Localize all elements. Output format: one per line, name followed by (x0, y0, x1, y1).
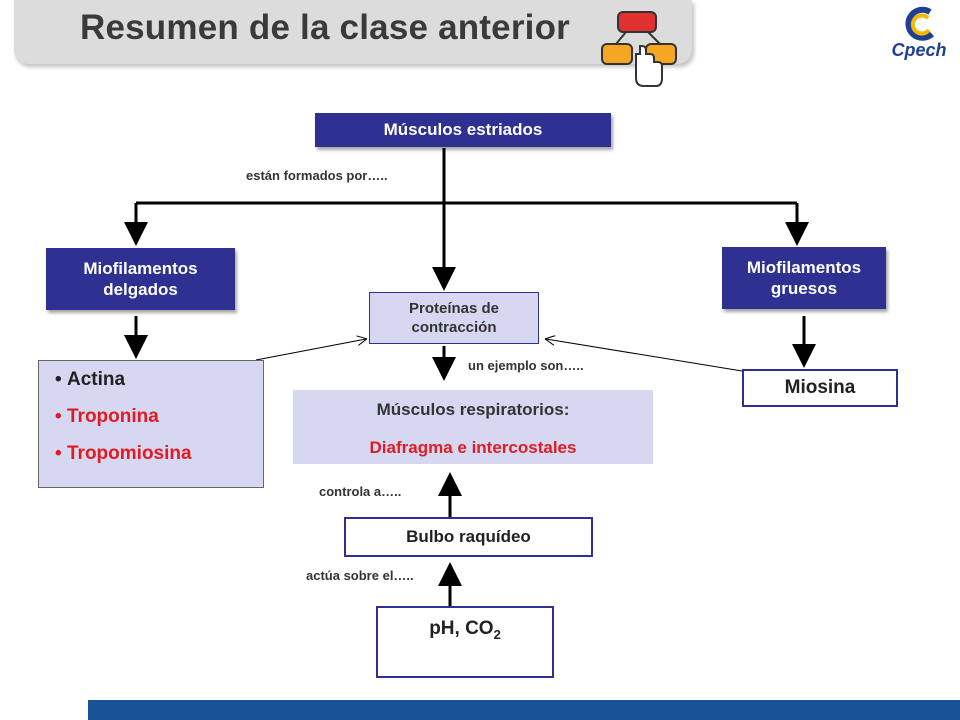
node-text: Miosina (784, 377, 856, 398)
node-musculos-estriados: Músculos estriados (315, 113, 611, 147)
label-controls: controla a….. (319, 484, 402, 499)
node-text-line2: gruesos (770, 279, 838, 298)
bullet-icon: • (55, 406, 62, 427)
thin-filament-protein-list: •Actina•Troponina•Tropomiosina (38, 360, 264, 488)
node-thin-myofilaments: Miofilamentos delgados (46, 248, 235, 310)
cpech-swirl-icon (905, 6, 935, 41)
cpech-logo: Cpech (888, 6, 950, 66)
label-example: un ejemplo son….. (468, 358, 584, 373)
label-acts-on: actúa sobre el….. (306, 568, 414, 583)
logo-text: Cpech (891, 40, 947, 60)
node-bulbo-raquideo: Bulbo raquídeo (344, 517, 593, 557)
bullet-icon: • (55, 443, 62, 464)
node-text-line1: Proteínas de (408, 299, 500, 317)
protein-name: Tropomiosina (67, 443, 192, 464)
node-respiratory-muscles: Músculos respiratorios: Diafragma e inte… (293, 390, 653, 464)
node-text-line2: delgados (103, 280, 178, 299)
node-myosin: Miosina (742, 369, 898, 407)
bullet-icon: • (55, 369, 62, 390)
protein-list-item: •Actina (55, 369, 263, 391)
page-title: Resumen de la clase anterior (80, 8, 570, 47)
protein-name: Actina (67, 369, 126, 390)
ph-subscript: 2 (493, 626, 501, 642)
node-text-line2: contracción (411, 319, 497, 336)
node-contraction-proteins: Proteínas de contracción (369, 292, 539, 344)
bottom-bar (88, 700, 960, 720)
label-formed-by: están formados por….. (246, 168, 388, 183)
node-text-line1: Miofilamentos (746, 257, 862, 277)
resp-detail: Diafragma e intercostales (369, 438, 577, 457)
node-ph-co2: pH, CO2 (376, 606, 554, 678)
title-bar: Resumen de la clase anterior (14, 0, 692, 64)
node-thick-myofilaments: Miofilamentos gruesos (722, 247, 886, 309)
node-text: Músculos estriados (383, 120, 543, 140)
protein-name: Troponina (67, 406, 159, 427)
flowchart-click-icon (601, 11, 677, 87)
resp-title: Músculos respiratorios: (376, 400, 570, 419)
node-text: Bulbo raquídeo (406, 527, 531, 546)
node-text-line1: Miofilamentos (83, 258, 198, 278)
ph-text: pH, CO2 (429, 618, 501, 642)
protein-list-item: •Tropomiosina (55, 443, 263, 465)
protein-list-item: •Troponina (55, 406, 263, 428)
ph-main: pH, CO (429, 618, 494, 639)
